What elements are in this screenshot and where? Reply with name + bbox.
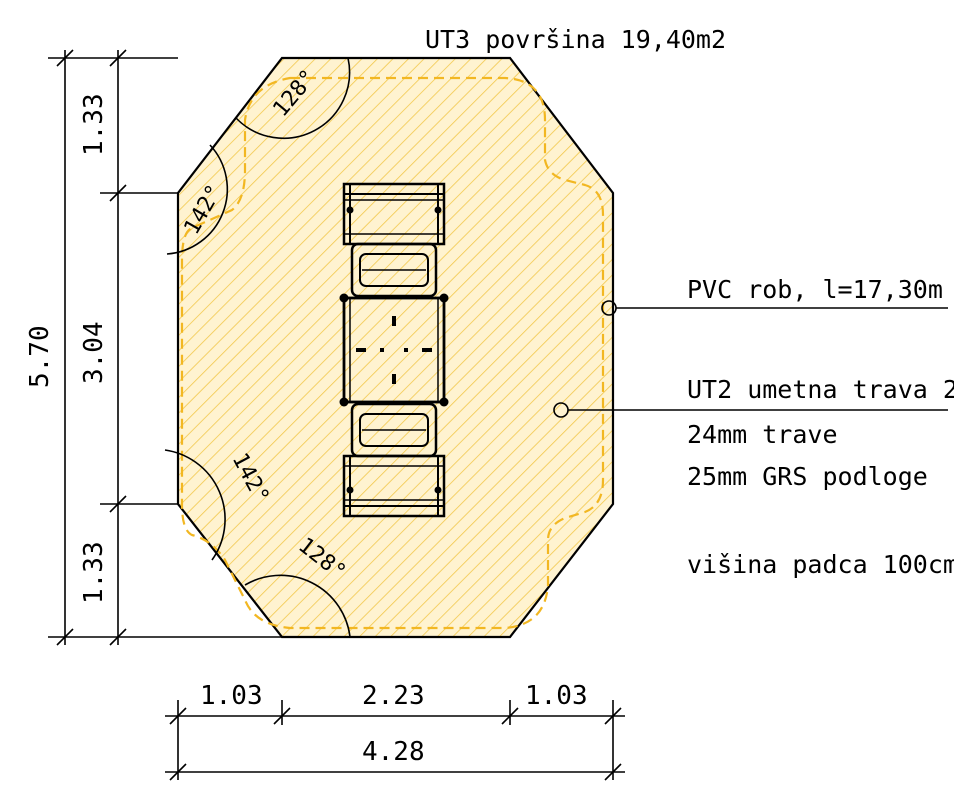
dim-segment-middle: 3.04	[79, 321, 109, 384]
fall-height-label: višina padca 100cm	[687, 550, 954, 579]
turf-label-line1: UT2 umetna trava 2	[687, 375, 954, 404]
equipment-posts	[339, 206, 449, 494]
dim-segment-bottom: 1.33	[79, 541, 109, 604]
dim-segment-top: 1.33	[79, 93, 109, 156]
dim-width-middle: 2.23	[362, 681, 425, 711]
turf-label-line2: 24mm trave	[687, 420, 838, 449]
leader-lines	[553, 300, 948, 418]
angle-arcs	[164, 57, 351, 638]
surface-area	[176, 56, 615, 639]
horizontal-dimension-lines	[165, 700, 625, 781]
turf-label-line3: 25mm GRS podloge	[687, 462, 928, 491]
dim-total-width: 4.28	[362, 737, 425, 767]
area-title: UT3 površina 19,40m2	[425, 25, 726, 54]
pvc-edge-label: PVC rob, l=17,30m	[687, 275, 943, 304]
dim-total-height: 5.70	[25, 325, 55, 388]
play-equipment	[342, 182, 446, 518]
dim-width-left: 1.03	[200, 681, 263, 711]
dim-width-right: 1.03	[525, 681, 588, 711]
vertical-dimension-lines	[48, 49, 282, 646]
pvc-edge-dashed-border	[180, 76, 605, 630]
